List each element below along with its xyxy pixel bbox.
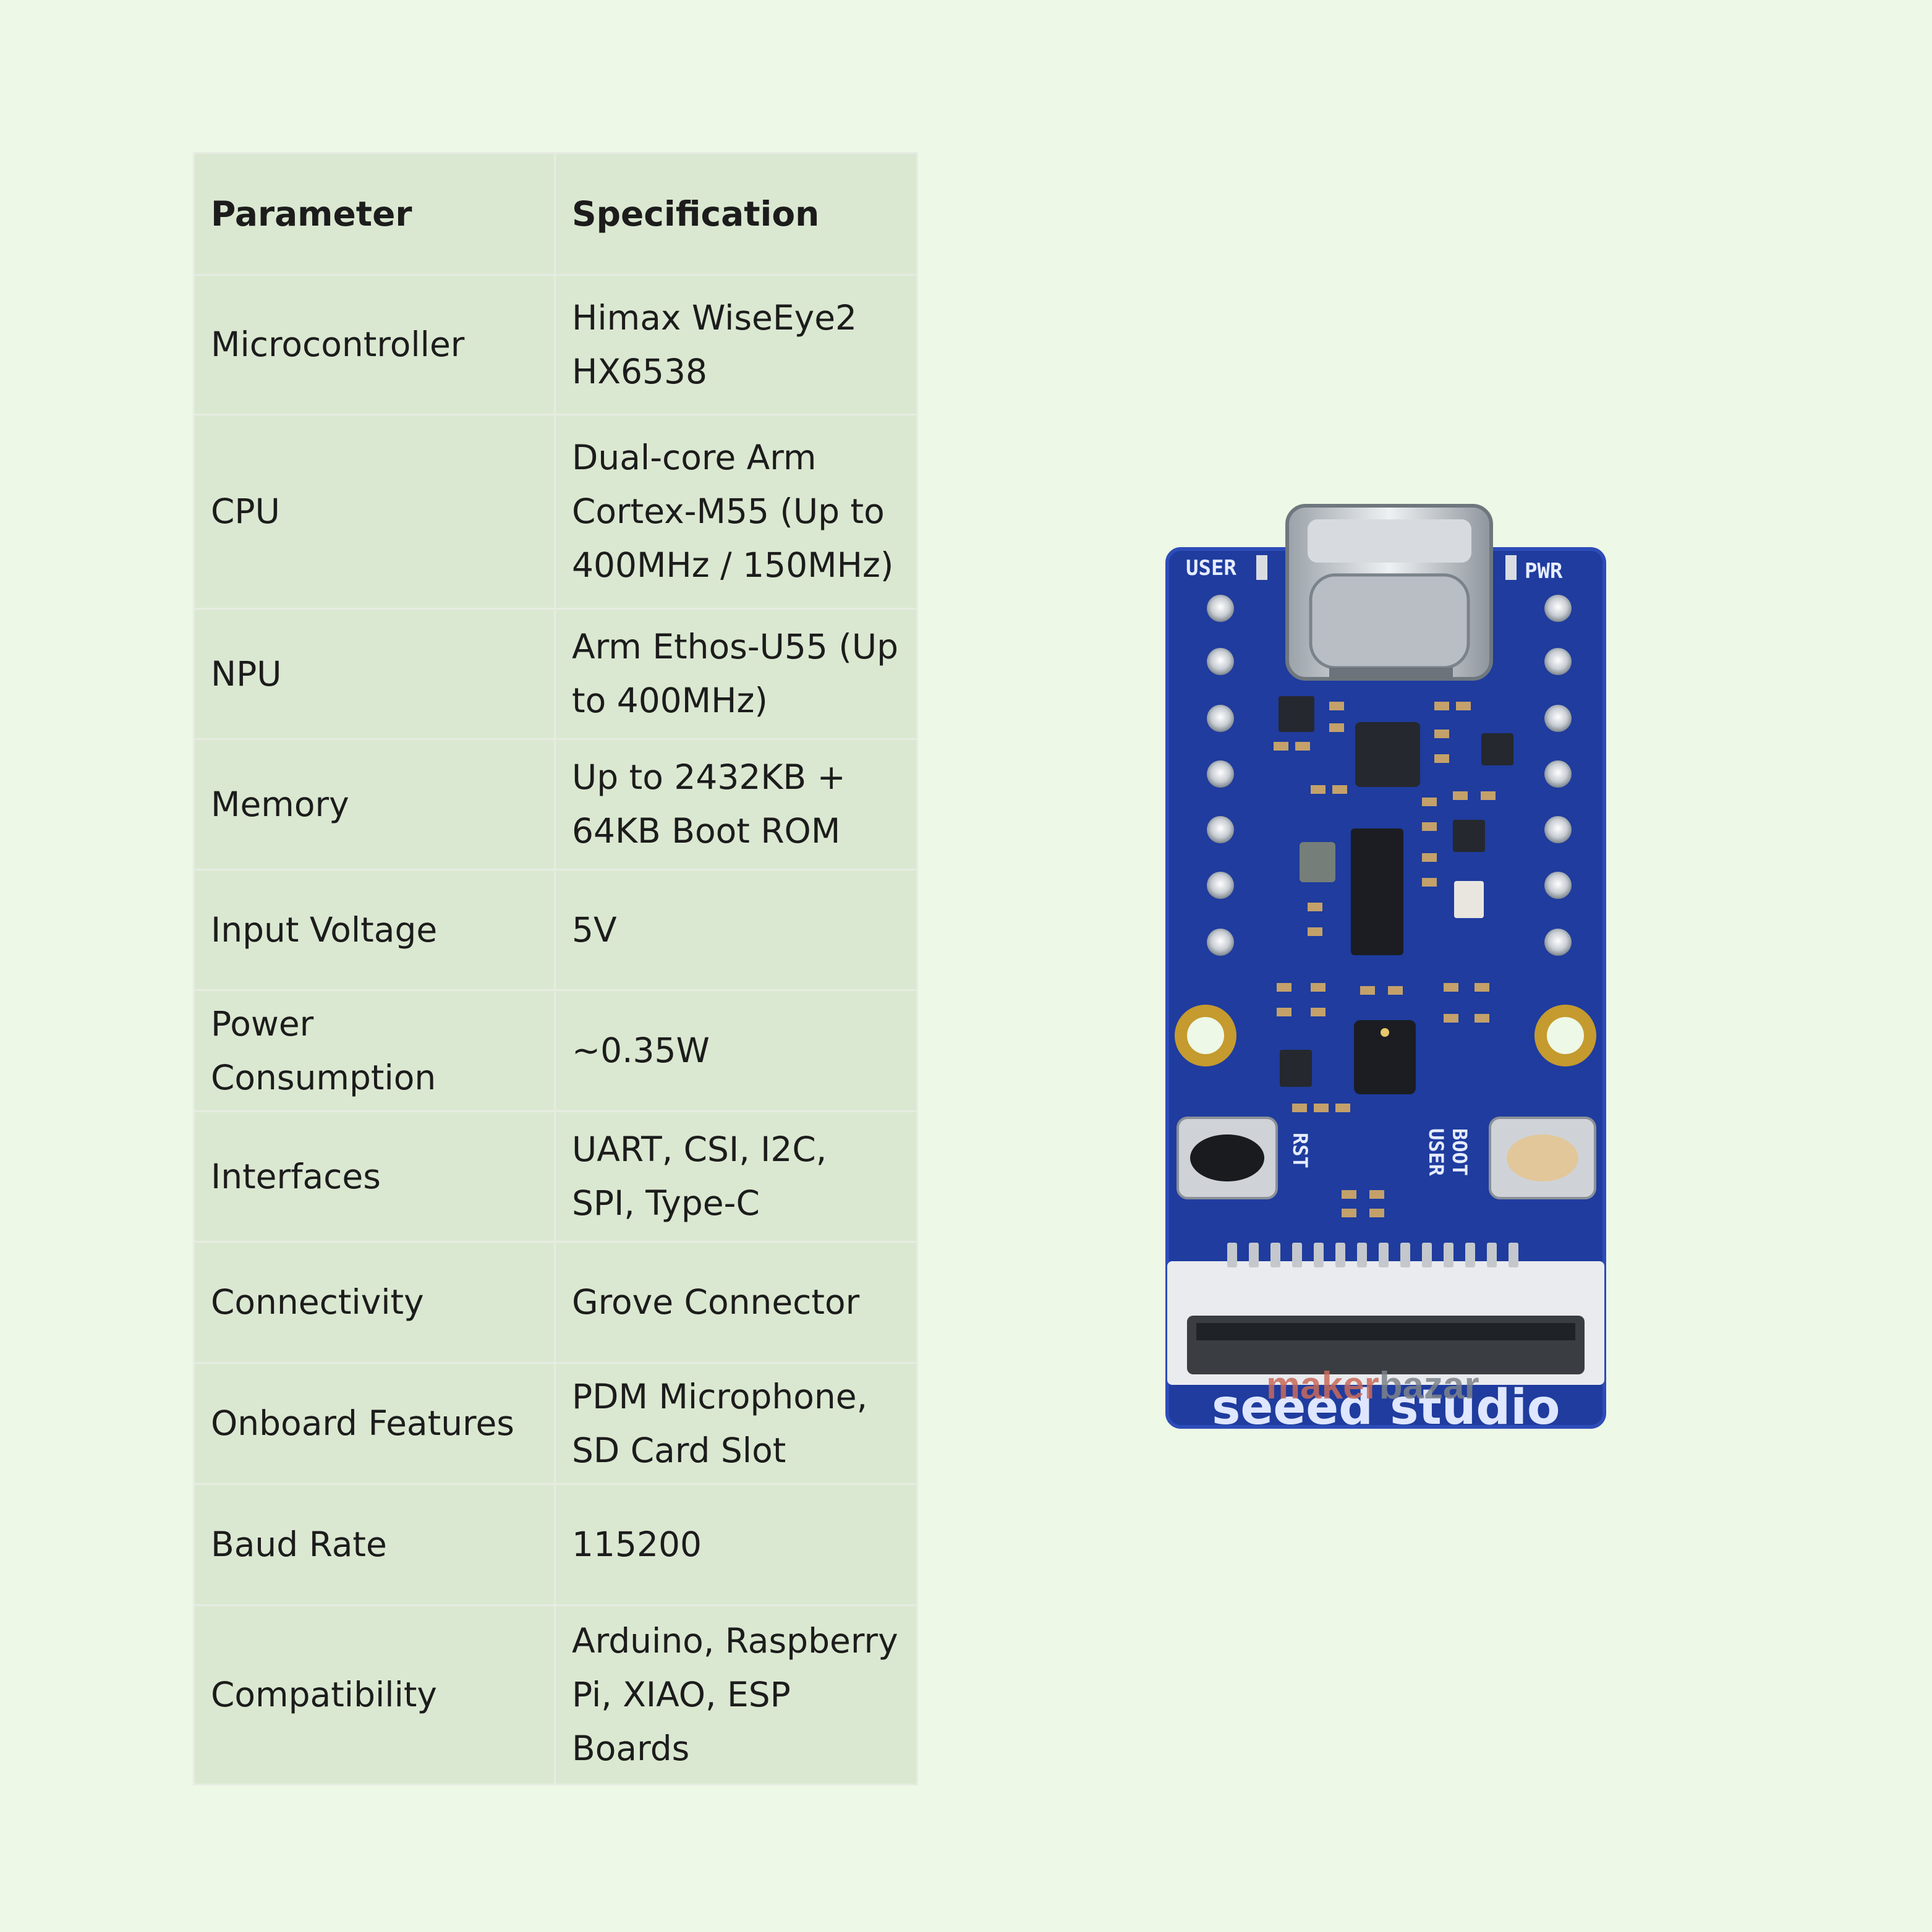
small-ic-2 <box>1481 733 1513 765</box>
watermark-bazar: bazar <box>1379 1364 1479 1407</box>
specification-cell: Arm Ethos-U55 (Up to 400MHz) <box>554 608 918 740</box>
crystal <box>1454 881 1484 918</box>
parameter-cell: Input Voltage <box>193 869 556 991</box>
silk-pwr-label: PWR <box>1525 559 1563 584</box>
silk-user2-label: USER <box>1424 1128 1448 1177</box>
right-pin-header <box>1544 595 1572 956</box>
parameter-cell: Microcontroller <box>193 274 556 415</box>
mounting-hole-right <box>1534 1005 1596 1066</box>
microphone <box>1354 1020 1416 1094</box>
specification-cell: PDM Microphone, SD Card Slot <box>554 1362 918 1485</box>
table-header-row: Parameter Specification <box>193 152 918 276</box>
parameter-cell: Compatibility <box>193 1604 556 1785</box>
table-row: NPU Arm Ethos-U55 (Up to 400MHz) <box>193 608 918 740</box>
usb-c-connector <box>1285 504 1493 681</box>
regulator-ic <box>1355 722 1420 787</box>
specification-cell: Grove Connector <box>554 1241 918 1364</box>
watermark: makerbazar <box>1266 1364 1479 1407</box>
watermark-maker: maker <box>1266 1364 1379 1407</box>
main-ic <box>1351 828 1403 955</box>
specification-cell: Arduino, Raspberry Pi, XIAO, ESP Boards <box>554 1604 918 1785</box>
spec-table: Parameter Specification Microcontroller … <box>193 152 918 1785</box>
specification-cell: Dual-core Arm Cortex-M55 (Up to 400MHz /… <box>554 414 918 610</box>
table-row: Connectivity Grove Connector <box>193 1241 918 1364</box>
inductor <box>1300 842 1335 882</box>
pwr-led <box>1505 555 1517 580</box>
specification-cell: 5V <box>554 869 918 991</box>
table-row: Microcontroller Himax WiseEye2 HX6538 <box>193 274 918 415</box>
table-row: Interfaces UART, CSI, I2C, SPI, Type-C <box>193 1110 918 1243</box>
table-row: Memory Up to 2432KB + 64KB Boot ROM <box>193 738 918 870</box>
specification-cell: ~0.35W <box>554 989 918 1112</box>
specification-cell: 115200 <box>554 1483 918 1606</box>
parameter-cell: Power Consumption <box>193 989 556 1112</box>
mounting-hole-left <box>1175 1005 1236 1066</box>
table-row: Baud Rate 115200 <box>193 1483 918 1606</box>
specification-cell: UART, CSI, I2C, SPI, Type-C <box>554 1110 918 1243</box>
left-pin-header <box>1207 595 1234 956</box>
table-row: Input Voltage 5V <box>193 869 918 991</box>
silk-boot-label: BOOT <box>1448 1128 1471 1176</box>
silk-user-label: USER <box>1186 556 1236 581</box>
boot-button[interactable] <box>1489 1117 1596 1199</box>
passive-components <box>1274 702 1496 1217</box>
parameter-cell: Onboard Features <box>193 1362 556 1485</box>
mic-port <box>1381 1028 1389 1037</box>
pcb-body <box>1167 549 1604 1427</box>
parameter-cell: Interfaces <box>193 1110 556 1243</box>
small-ic-4 <box>1280 1050 1312 1087</box>
pcb-board-drawing: USER PWR <box>1165 504 1606 1436</box>
parameter-cell: NPU <box>193 608 556 740</box>
table-row: Compatibility Arduino, Raspberry Pi, XIA… <box>193 1604 918 1785</box>
small-ic-3 <box>1453 820 1485 852</box>
brand-silkscreen: seeed studio <box>1212 1380 1560 1436</box>
silk-rst-label: RST <box>1288 1133 1312 1168</box>
parameter-cell: Baud Rate <box>193 1483 556 1606</box>
reset-button[interactable] <box>1177 1117 1278 1199</box>
small-ic-1 <box>1279 696 1314 732</box>
fpc-connector <box>1167 1243 1604 1385</box>
table-row: CPU Dual-core Arm Cortex-M55 (Up to 400M… <box>193 414 918 610</box>
parameter-cell: CPU <box>193 414 556 610</box>
specification-cell: Up to 2432KB + 64KB Boot ROM <box>554 738 918 870</box>
specification-cell: Himax WiseEye2 HX6538 <box>554 274 918 415</box>
parameter-cell: Memory <box>193 738 556 870</box>
header-parameter: Parameter <box>193 152 556 276</box>
user-led <box>1256 555 1267 580</box>
board-image: USER PWR <box>1162 501 1614 1440</box>
table-row: Power Consumption ~0.35W <box>193 989 918 1112</box>
parameter-cell: Connectivity <box>193 1241 556 1364</box>
header-specification: Specification <box>554 152 918 276</box>
table-row: Onboard Features PDM Microphone, SD Card… <box>193 1362 918 1485</box>
